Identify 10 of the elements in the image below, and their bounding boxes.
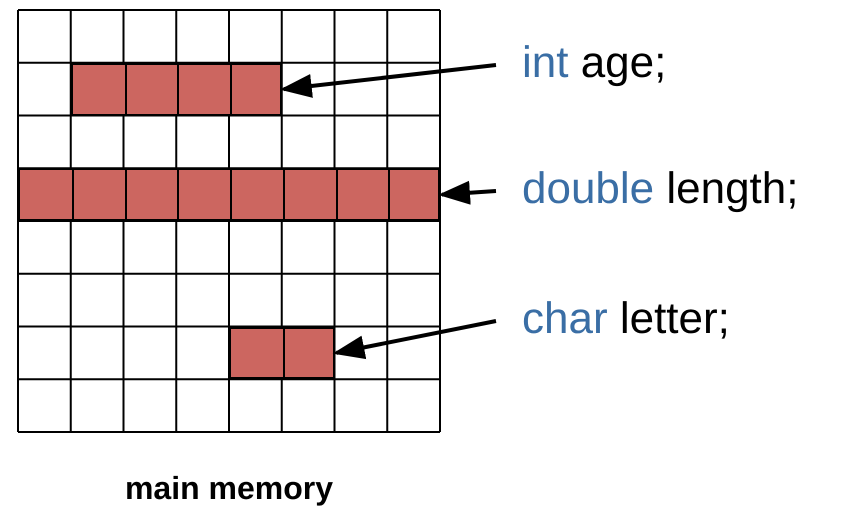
code-declaration: char letter; [522,292,730,346]
arrow [280,63,496,98]
memory-block [229,326,334,380]
code-declaration: int age; [522,36,666,90]
grid-caption: main memory [124,470,334,507]
memory-block [70,62,282,116]
arrow [332,319,496,360]
memory-block [18,168,440,221]
code-declaration: double length; [522,162,798,216]
arrow [438,180,496,205]
